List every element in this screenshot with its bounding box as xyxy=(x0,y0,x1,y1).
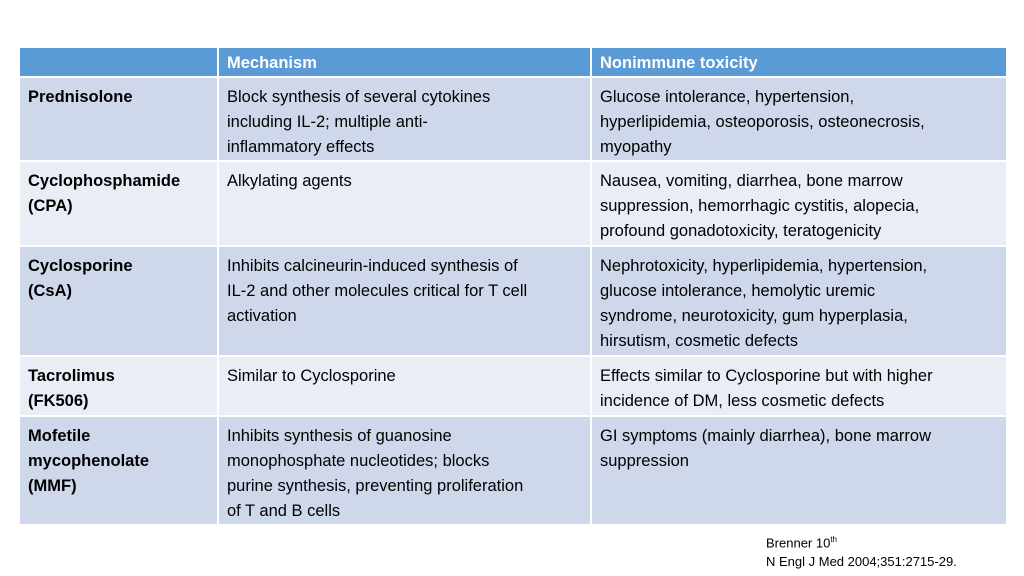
toxicity-cell: GI symptoms (mainly diarrhea), bone marr… xyxy=(590,415,1008,526)
reference-brenner-edition-suffix: th xyxy=(830,535,837,544)
table-row: Tacrolimus (FK506) Similar to Cyclosporine… xyxy=(18,355,1008,417)
mechanism-text-line: Block synthesis of several cytokines xyxy=(227,88,491,106)
mechanism-text-line: Alkylating agents xyxy=(227,172,352,190)
immunosuppressant-table: Mechanism Nonimmune toxicity Prednisolon… xyxy=(18,46,1008,526)
drug-text-line: (CsA) xyxy=(28,282,72,300)
drug-cell: Cyclophosphamide (CPA) xyxy=(18,160,219,247)
toxicity-cell: Nausea, vomiting, diarrhea, bone marrow s… xyxy=(590,160,1008,247)
references: Brenner 10th N Engl J Med 2004;351:2715-… xyxy=(766,530,957,571)
mechanism-text-line: including IL-2; multiple anti- xyxy=(227,113,428,131)
drug-cell: Prednisolone xyxy=(18,76,219,162)
header-mechanism: Mechanism xyxy=(217,46,592,78)
mechanism-cell: Inhibits calcineurin-induced synthesis o… xyxy=(217,245,592,357)
mechanism-text-line: Similar to Cyclosporine xyxy=(227,367,396,385)
mechanism-text-line: purine synthesis, preventing proliferati… xyxy=(227,477,524,495)
table-header-row: Mechanism Nonimmune toxicity xyxy=(18,46,1008,78)
mechanism-cell: Similar to Cyclosporine xyxy=(217,355,592,417)
toxicity-text-line: glucose intolerance, hemolytic uremic xyxy=(600,282,876,300)
reference-nejm: N Engl J Med 2004;351:2715-29. xyxy=(766,554,957,570)
header-drug xyxy=(18,46,219,78)
mechanism-text-line: activation xyxy=(227,307,297,325)
drug-text-line: Cyclophosphamide xyxy=(28,172,181,190)
mechanism-text-line: of T and B cells xyxy=(227,502,341,520)
toxicity-text-line: suppression xyxy=(600,452,689,470)
toxicity-text-line: syndrome, neurotoxicity, gum hyperplasia… xyxy=(600,307,908,325)
table-row: Mofetile mycophenolate (MMF) Inhibits synth… xyxy=(18,415,1008,526)
drug-text-line: (MMF) xyxy=(28,477,77,495)
drug-text-line: Mofetile xyxy=(28,427,91,445)
toxicity-text-line: GI symptoms (mainly diarrhea), bone marr… xyxy=(600,427,932,445)
toxicity-text-line: Effects similar to Cyclosporine but with… xyxy=(600,367,933,385)
mechanism-text-line: IL-2 and other molecules critical for T … xyxy=(227,282,528,300)
table-row: Prednisolone Block synthesis of several c… xyxy=(18,76,1008,162)
table-row: Cyclosporine (CsA) Inhibits calcineurin-in… xyxy=(18,245,1008,357)
toxicity-cell: Nephrotoxicity, hyperlipidemia, hyperten… xyxy=(590,245,1008,357)
mechanism-text-line: Inhibits calcineurin-induced synthesis o… xyxy=(227,257,518,275)
drug-text-line: Prednisolone xyxy=(28,88,133,106)
header-toxicity: Nonimmune toxicity xyxy=(590,46,1008,78)
toxicity-text-line: Nausea, vomiting, diarrhea, bone marrow xyxy=(600,172,903,190)
drug-text-line: Tacrolimus xyxy=(28,367,115,385)
toxicity-text-line: profound gonadotoxicity, teratogenicity xyxy=(600,222,882,240)
drug-cell: Cyclosporine (CsA) xyxy=(18,245,219,357)
drug-text-line: (FK506) xyxy=(28,392,89,410)
drug-text-line: (CPA) xyxy=(28,197,73,215)
toxicity-text-line: incidence of DM, less cosmetic defects xyxy=(600,392,885,410)
mechanism-cell: Alkylating agents xyxy=(217,160,592,247)
toxicity-text-line: Glucose intolerance, hypertension, xyxy=(600,88,855,106)
mechanism-text-line: inflammatory effects xyxy=(227,138,375,156)
toxicity-text-line: suppression, hemorrhagic cystitis, alope… xyxy=(600,197,920,215)
toxicity-text-line: myopathy xyxy=(600,138,672,156)
drug-text-line: Cyclosporine xyxy=(28,257,133,275)
drug-cell: Tacrolimus (FK506) xyxy=(18,355,219,417)
toxicity-cell: Glucose intolerance, hypertension, hyperl… xyxy=(590,76,1008,162)
drug-text-line: mycophenolate xyxy=(28,452,150,470)
drug-cell: Mofetile mycophenolate (MMF) xyxy=(18,415,219,526)
mechanism-text-line: monophosphate nucleotides; blocks xyxy=(227,452,490,470)
mechanism-text-line: Inhibits synthesis of guanosine xyxy=(227,427,452,445)
toxicity-text-line: Nephrotoxicity, hyperlipidemia, hyperten… xyxy=(600,257,928,275)
toxicity-cell: Effects similar to Cyclosporine but with… xyxy=(590,355,1008,417)
reference-brenner: Brenner 10 xyxy=(766,535,831,551)
mechanism-cell: Inhibits synthesis of guanosine monophosp… xyxy=(217,415,592,526)
table-row: Cyclophosphamide (CPA) Alkylating agents Na… xyxy=(18,160,1008,247)
toxicity-text-line: hyperlipidemia, osteoporosis, osteonecro… xyxy=(600,113,925,131)
mechanism-cell: Block synthesis of several cytokines incl… xyxy=(217,76,592,162)
toxicity-text-line: hirsutism, cosmetic defects xyxy=(600,332,799,350)
